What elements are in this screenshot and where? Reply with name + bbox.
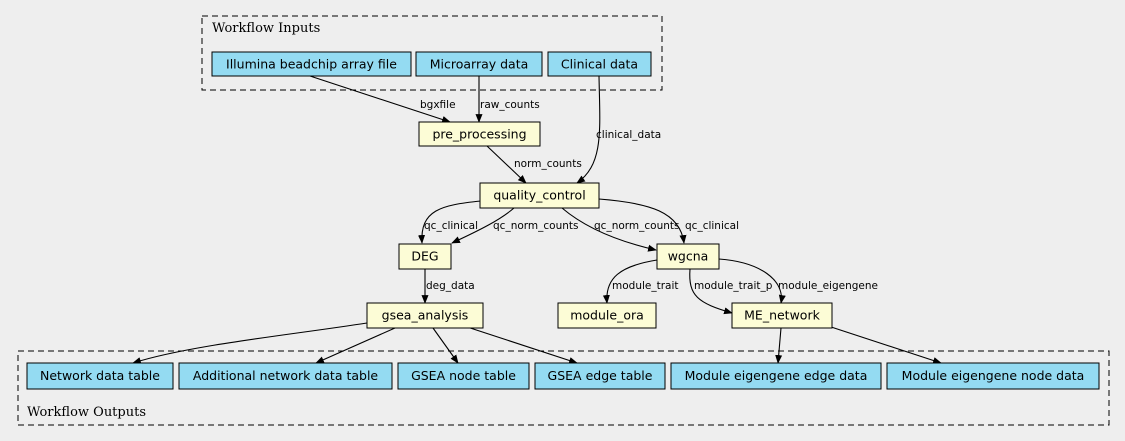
node-microarray-label: Microarray data xyxy=(430,57,529,72)
label-qc-clinical-wgcna: qc_clinical xyxy=(685,220,739,232)
node-module-edge-data-box xyxy=(670,362,882,390)
edge-me-edge-data xyxy=(775,327,783,364)
label-norm-counts: norm_counts xyxy=(514,158,582,170)
label-raw-counts: raw_counts xyxy=(480,99,540,111)
node-gsea-node-table-label: GSEA node table xyxy=(411,368,516,383)
label-qc-clinical-deg: qc_clinical xyxy=(424,220,478,232)
edge-gsea-edge-table xyxy=(457,323,578,364)
node-network-data-table[interactable]: Network data table xyxy=(26,362,174,390)
node-wgcna-box xyxy=(656,243,720,270)
node-module-node-data-label: Module eigengene node data xyxy=(902,368,1085,383)
node-illumina[interactable]: Illumina beadchip array file xyxy=(211,51,412,77)
edge-module-trait-p xyxy=(689,268,733,315)
node-network-data-table-label: Network data table xyxy=(40,368,160,383)
node-module-ora-box xyxy=(557,302,657,329)
node-module-node-data-box xyxy=(886,362,1100,390)
label-qc-norm-counts-deg: qc_norm_counts xyxy=(493,220,578,232)
edge-qc-norm-counts-wgcna xyxy=(561,207,657,252)
node-gsea-node-table[interactable]: GSEA node table xyxy=(397,362,530,390)
edge-module-trait xyxy=(602,259,658,304)
edge-qc-clinical-wgcna xyxy=(598,198,687,244)
node-wgcna[interactable]: wgcna xyxy=(656,243,720,270)
node-additional-network-label: Additional network data table xyxy=(193,368,379,383)
node-clinical-label: Clinical data xyxy=(561,57,638,72)
edges xyxy=(132,75,942,364)
node-illumina-label: Illumina beadchip array file xyxy=(226,57,397,72)
node-pre-processing-label: pre_processing xyxy=(432,127,526,142)
node-microarray[interactable]: Microarray data xyxy=(415,51,543,77)
node-gsea-analysis-box xyxy=(366,302,484,329)
node-gsea-edge-table-label: GSEA edge table xyxy=(548,368,653,383)
node-deg-label: DEG xyxy=(411,249,438,264)
node-me-network-box xyxy=(731,302,833,329)
edge-bgxfile xyxy=(309,75,451,123)
node-me-network-label: ME_network xyxy=(744,308,820,323)
node-module-ora[interactable]: module_ora xyxy=(557,302,657,329)
node-gsea-edge-table-box xyxy=(534,362,666,390)
node-module-edge-data-label: Module eigengene edge data xyxy=(685,368,868,383)
inputs-cluster: Workflow Inputs xyxy=(201,15,663,91)
node-deg-box xyxy=(398,243,452,270)
node-additional-network-box xyxy=(178,362,393,390)
node-illumina-box xyxy=(211,51,412,77)
label-clinical-data: clinical_data xyxy=(596,129,661,141)
edge-module-eigengene xyxy=(718,258,786,304)
edge-gsea-additional xyxy=(315,327,396,364)
node-clinical[interactable]: Clinical data xyxy=(547,51,652,77)
edge-me-node-data xyxy=(821,323,942,364)
node-microarray-box xyxy=(415,51,543,77)
node-module-node-data[interactable]: Module eigengene node data xyxy=(886,362,1100,390)
node-additional-network[interactable]: Additional network data table xyxy=(178,362,393,390)
node-wgcna-label: wgcna xyxy=(668,249,709,264)
label-deg-data: deg_data xyxy=(426,280,475,292)
node-gsea-analysis-label: gsea_analysis xyxy=(382,308,469,323)
node-module-ora-label: module_ora xyxy=(570,308,644,323)
node-network-data-table-box xyxy=(26,362,174,390)
node-quality-control-label: quality_control xyxy=(493,188,585,203)
node-clinical-box xyxy=(547,51,652,77)
edge-norm-counts xyxy=(486,145,527,184)
node-gsea-node-table-box xyxy=(397,362,530,390)
node-pre-processing-box xyxy=(418,121,541,147)
node-deg[interactable]: DEG xyxy=(398,243,452,270)
node-quality-control[interactable]: quality_control xyxy=(479,182,600,209)
edge-gsea-network xyxy=(132,322,368,364)
edge-labels: bgxfile raw_counts clinical_data norm_co… xyxy=(420,99,878,292)
node-pre-processing[interactable]: pre_processing xyxy=(418,121,541,147)
edge-clinical-data xyxy=(576,75,601,184)
label-module-eigengene: module_eigengene xyxy=(778,280,878,292)
label-module-trait: module_trait xyxy=(612,280,679,292)
outputs-cluster: Workflow Outputs xyxy=(17,350,1110,426)
node-quality-control-box xyxy=(479,182,600,209)
label-module-trait-p: module_trait_p xyxy=(694,280,773,292)
label-bgxfile: bgxfile xyxy=(420,99,456,111)
edge-qc-clinical-deg xyxy=(418,200,482,244)
edge-gsea-node-table xyxy=(432,327,459,364)
outputs-cluster-title: Workflow Outputs xyxy=(27,405,146,420)
node-gsea-edge-table[interactable]: GSEA edge table xyxy=(534,362,666,390)
edge-qc-norm-counts-deg xyxy=(451,207,515,244)
node-module-edge-data[interactable]: Module eigengene edge data xyxy=(670,362,882,390)
node-gsea-analysis[interactable]: gsea_analysis xyxy=(366,302,484,329)
inputs-cluster-title: Workflow Inputs xyxy=(212,21,320,36)
label-qc-norm-counts-wgcna: qc_norm_counts xyxy=(594,220,679,232)
node-me-network[interactable]: ME_network xyxy=(731,302,833,329)
